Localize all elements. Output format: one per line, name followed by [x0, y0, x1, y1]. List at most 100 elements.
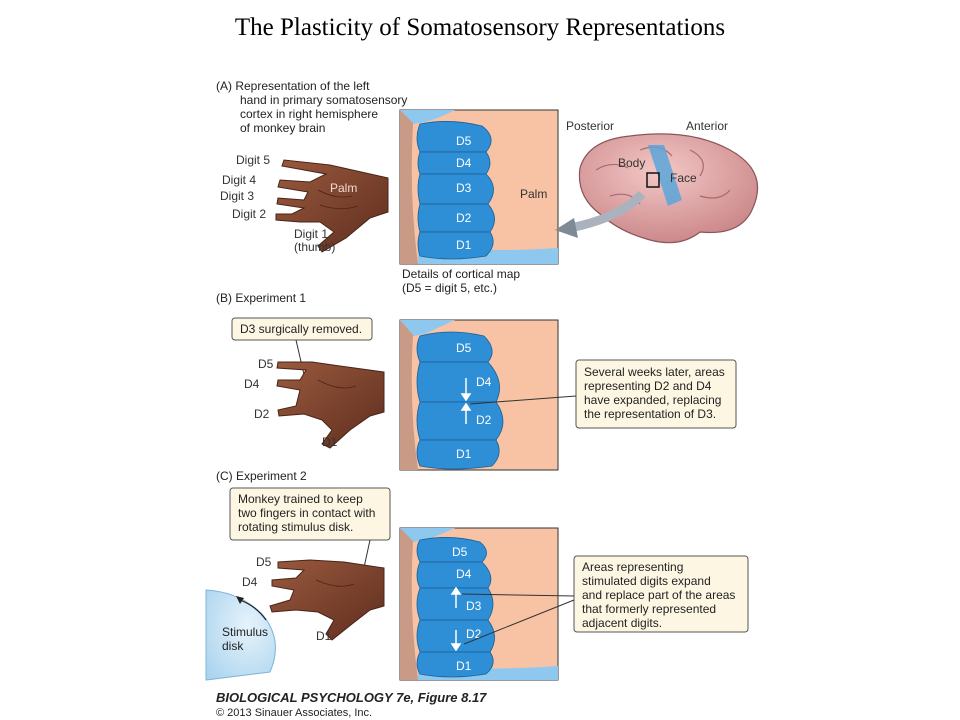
disk-rotation-arrowhead: [236, 596, 244, 604]
hand-b-shape: [276, 361, 385, 449]
hand-a-shape: [275, 159, 389, 253]
panel-c-callout-line2: two fingers in contact with: [238, 506, 375, 520]
brain-body-label: Body: [618, 156, 645, 170]
map-a-d4-label: D4: [456, 156, 472, 170]
panel-a-heading-line2: hand in primary somatosensory: [240, 93, 407, 107]
hand-a-palm-label: Palm: [330, 181, 357, 195]
panel-b-note-box: [575, 359, 737, 429]
map-a-d1: [417, 231, 494, 260]
panel-b-callout-box: [231, 317, 373, 341]
map-b-d1-label: D1: [456, 447, 472, 461]
map-c-d4: [416, 561, 492, 589]
map-b-d5: [416, 331, 493, 363]
posterior-label: Posterior: [566, 119, 614, 133]
map-a-d1-label: D1: [456, 238, 472, 252]
hand-c-shape: [269, 559, 385, 641]
map-c-d1: [416, 651, 494, 678]
map-c-top-region: [400, 528, 455, 542]
map-b-top-region: [400, 320, 455, 336]
map-a-sulcus: [400, 110, 418, 264]
monkey-brain: [555, 133, 759, 244]
map-a-palm-label: Palm: [520, 187, 547, 201]
disk-label-line2: disk: [222, 639, 244, 653]
hand-c-d5-label: D5: [256, 555, 272, 569]
panel-b-note-line2: representing D2 and D4: [584, 379, 712, 393]
hand-b-creases: [317, 379, 357, 389]
hand-a-creases: [317, 189, 359, 210]
brain-arrow-head: [555, 218, 578, 238]
panel-b-note-line4: the representation of D3.: [584, 407, 716, 421]
brain-face-label: Face: [670, 171, 697, 185]
panel-c-note-line2: stimulated digits expand: [582, 574, 711, 588]
panel-a: (A) Representation of the left hand in p…: [216, 79, 759, 295]
map-caption-line1: Details of cortical map: [402, 267, 520, 281]
hand-c-d1-label: D1: [316, 629, 332, 643]
map-a-d5-label: D5: [456, 134, 472, 148]
brain-hand-area-box: [646, 172, 660, 188]
digit-1-label: Digit 1: [294, 227, 328, 241]
panel-c-note-line4: that formerly represented: [582, 602, 716, 616]
map-b-d5-label: D5: [456, 341, 472, 355]
anterior-label: Anterior: [686, 119, 728, 133]
panel-a-heading-line4: of monkey brain: [240, 121, 325, 135]
footer-book-title: BIOLOGICAL PSYCHOLOGY 7e, Figure 8.17: [216, 690, 487, 705]
cortical-map-b: D5 D4 D2 D1: [399, 319, 559, 471]
panel-c-note-line3: and replace part of the areas: [582, 588, 735, 602]
hand-b-d5-label: D5: [258, 357, 274, 371]
digit-4-label: Digit 4: [222, 173, 256, 187]
digit-2-label: Digit 2: [232, 207, 266, 221]
panel-b-heading: (B) Experiment 1: [216, 291, 306, 305]
panel-c: (C) Experiment 2 Monkey trained to keep …: [205, 469, 749, 681]
map-c-d2-label: D2: [466, 627, 482, 641]
panel-c-note-line-d2: [463, 599, 575, 645]
panel-c-note-line5: adjacent digits.: [582, 616, 662, 630]
map-b-d1: [416, 439, 500, 470]
map-c-d4-label: D4: [456, 567, 472, 581]
panel-a-heading-line1: (A) Representation of the left: [216, 79, 370, 93]
map-a-d2-label: D2: [456, 211, 472, 225]
digit-3-label: Digit 3: [220, 189, 254, 203]
brain-arrow-shaft: [569, 190, 646, 233]
stimulus-disk: [205, 589, 276, 681]
map-a-d3-label: D3: [456, 181, 472, 195]
hand-c-d4-label: D4: [242, 575, 258, 589]
cortical-map-c: D5 D4 D3 D2 D1: [399, 527, 559, 681]
map-caption-line2: (D5 = digit 5, etc.): [402, 281, 497, 295]
map-c-expansion-arrows: [450, 586, 462, 652]
hand-c: [269, 559, 385, 641]
hand-b-d2-label: D2: [254, 407, 270, 421]
panel-c-callout-box: [229, 487, 391, 541]
map-a-d4: [417, 151, 491, 175]
page-title: The Plasticity of Somatosensory Represen…: [234, 14, 726, 41]
hand-a: [275, 159, 389, 253]
disk-label-line1: Stimulus: [222, 625, 268, 639]
map-c-sulcus: [400, 528, 418, 680]
cortical-map-a: D5 D4 D3 D2 D1 Palm: [399, 109, 559, 265]
map-c-d1-label: D1: [456, 659, 472, 673]
digit-1-sub-label: (thumb): [294, 240, 335, 254]
brain-somatosensory-strip: [648, 145, 682, 206]
map-c-d5: [416, 537, 487, 563]
digit-5-label: Digit 5: [236, 153, 270, 167]
panel-b-callout: D3 surgically removed.: [240, 322, 362, 336]
map-b-d2-label: D2: [476, 413, 492, 427]
panel-a-heading-line3: cortex in right hemisphere: [240, 107, 378, 121]
map-a-top-region: [400, 110, 455, 124]
panel-c-heading: (C) Experiment 2: [216, 469, 307, 483]
map-b-expansion-arrows: [460, 378, 472, 424]
hand-b-d1-label: D1: [322, 435, 338, 449]
map-b-sulcus: [400, 320, 418, 470]
panel-b: (B) Experiment 1 D3 surgically removed. …: [216, 291, 737, 471]
map-b-d4-label: D4: [476, 375, 492, 389]
disk-rotation-arrow: [239, 599, 267, 621]
panel-b-note-line3: have expanded, replacing: [584, 393, 721, 407]
panel-c-note-line-d4: [461, 593, 575, 597]
map-c-d5-label: D5: [452, 545, 468, 559]
panel-b-note-line: [469, 395, 577, 405]
hand-b: [276, 361, 385, 449]
footer-copyright: © 2013 Sinauer Associates, Inc.: [216, 707, 372, 719]
map-a-d5: [416, 121, 492, 153]
panel-c-callout-line3: rotating stimulus disk.: [238, 520, 353, 534]
hand-b-d4-label: D4: [244, 377, 260, 391]
